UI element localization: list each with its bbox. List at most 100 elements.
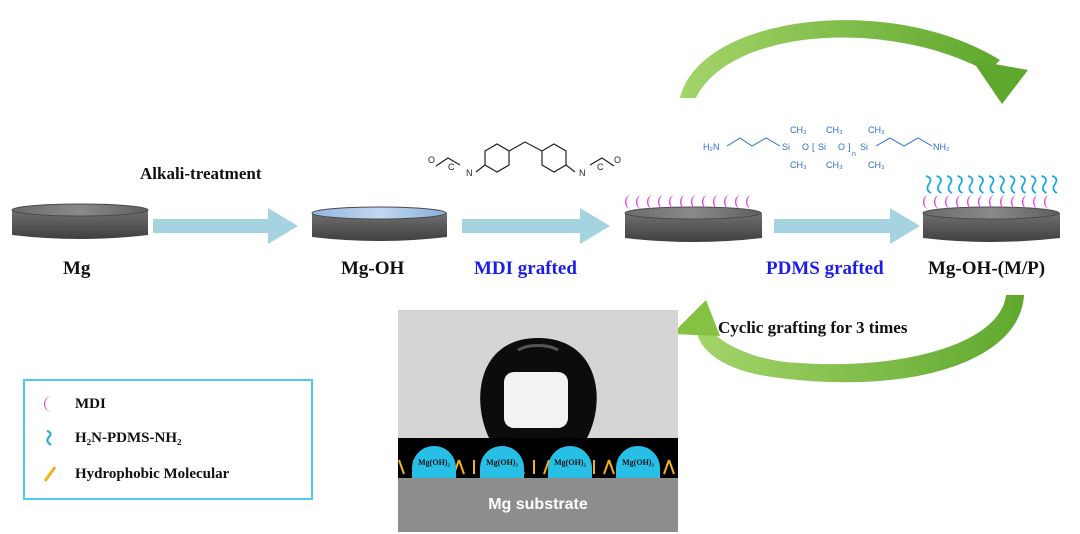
legend-item-mdi: MDI [39, 393, 106, 415]
label-mg: Mg [63, 258, 91, 279]
svg-text:NH₂: NH₂ [933, 142, 950, 152]
mdi-crescent [658, 195, 664, 209]
pdms-squiggle [925, 175, 932, 194]
hydrophobic-stick [663, 459, 670, 475]
mg-oh-mp-disk [922, 175, 1060, 242]
water-droplet [480, 338, 597, 440]
mdi-grafted-disk [624, 195, 762, 242]
mdi-crescent [746, 195, 752, 209]
svg-text:C: C [597, 162, 604, 172]
pdms-layer [925, 175, 1058, 194]
pdms-squiggle [978, 175, 984, 194]
pdms-squiggle [1051, 175, 1058, 194]
svg-text:N: N [466, 168, 473, 178]
label-mdi-grafted: MDI grafted [474, 258, 577, 279]
legend-box: MDI H₂N-PDMS-NH₂ Hydrophobic Molecular [23, 379, 313, 500]
cycle-arrow-top [680, 20, 1028, 104]
contact-angle-inset: Mg(OH)₂ Mg(OH)₂ Mg(OH)₂ Mg(OH)₂ Mg substrat… [398, 310, 678, 532]
mdi-crescent [669, 195, 675, 209]
svg-text:O: O [614, 155, 621, 165]
pdms-squiggle [1009, 175, 1016, 194]
svg-text:CH₃: CH₃ [790, 160, 807, 170]
legend-label: Hydrophobic Molecular [75, 465, 230, 482]
mg-substrate-label: Mg substrate [488, 496, 588, 513]
arrow-mdi [462, 208, 610, 244]
mg-oh-disk [311, 206, 447, 241]
svg-text:H₂N: H₂N [703, 142, 720, 152]
svg-text:CH₃: CH₃ [868, 125, 885, 135]
hydrophobic-stick [603, 459, 610, 475]
mdi-crescent [989, 195, 995, 209]
mdi-crescent [636, 195, 642, 209]
mdi-crescent [945, 195, 951, 209]
arrow-pdms [774, 208, 920, 244]
svg-text:Si: Si [860, 142, 868, 152]
mdi-structure [435, 141, 615, 173]
svg-text:N: N [579, 168, 586, 178]
mdi-structure-text: O C N N C O [428, 155, 621, 178]
svg-text:C: C [448, 162, 455, 172]
pdms-squiggle [957, 175, 963, 194]
mdi-crescent [1022, 195, 1028, 209]
mdi-crescent [1044, 195, 1050, 209]
mdi-layer [923, 195, 1050, 209]
mdi-crescent [1033, 195, 1039, 209]
svg-text:O: O [838, 142, 845, 152]
hydrophobic-stick [458, 459, 465, 475]
mg-oh2-particle: Mg(OH)₂ [480, 438, 524, 478]
svg-text:]: ] [848, 142, 851, 152]
mg-oh2-label: Mg(OH)₂ [622, 458, 654, 467]
pdms-structure: H₂N Si CH₃ CH₃ O [ Si CH₃ CH₃ O ] n Si C… [703, 125, 950, 170]
label-mg-oh-mp: Mg-OH-(M/P) [928, 258, 1046, 279]
mdi-crescent [647, 195, 653, 209]
cycle-arrow-bottom [672, 295, 1024, 383]
hydrophobic-stick-icon [43, 466, 57, 482]
mdi-layer [625, 195, 752, 209]
pdms-squiggle [1041, 175, 1047, 194]
mdi-crescent [1011, 195, 1017, 209]
mg-oh2-label: Mg(OH)₂ [554, 458, 586, 467]
svg-text:Si: Si [818, 142, 826, 152]
label-alkali-treatment: Alkali-treatment [140, 164, 262, 183]
svg-text:O: O [428, 155, 435, 165]
mg-oh2-particle: Mg(OH)₂ [548, 438, 592, 478]
label-pdms-grafted: PDMS grafted [766, 258, 884, 279]
svg-text:[: [ [812, 142, 815, 152]
legend-item-pdms: H₂N-PDMS-NH₂ [39, 427, 181, 449]
mdi-crescent [702, 195, 708, 209]
legend-item-hydrophobic: Hydrophobic Molecular [39, 463, 229, 485]
mdi-crescent [1000, 195, 1006, 209]
legend-label: MDI [75, 395, 106, 412]
mdi-crescent [680, 195, 686, 209]
pdms-squiggle-icon [46, 430, 52, 446]
mg-oh2-label: Mg(OH)₂ [486, 458, 518, 467]
svg-text:CH₃: CH₃ [790, 125, 807, 135]
svg-text:n: n [852, 151, 856, 158]
mdi-crescent-icon [44, 396, 52, 412]
svg-text:CH₃: CH₃ [826, 125, 843, 135]
svg-text:CH₃: CH₃ [868, 160, 885, 170]
mdi-crescent [713, 195, 719, 209]
mg-oh2-particle: Mg(OH)₂ [412, 438, 456, 478]
mdi-crescent [735, 195, 741, 209]
mdi-crescent [967, 195, 973, 209]
svg-text:Si: Si [782, 142, 790, 152]
arrow-alkali [153, 208, 298, 244]
mg-substrate [398, 478, 678, 532]
pdms-squiggle [1020, 175, 1026, 194]
mg-disk [11, 203, 149, 239]
pdms-squiggle [1030, 175, 1037, 194]
svg-text:CH₃: CH₃ [826, 160, 843, 170]
mdi-crescent [625, 195, 631, 209]
svg-text:O: O [802, 142, 809, 152]
mdi-crescent [978, 195, 984, 209]
mg-oh2-particle: Mg(OH)₂ [616, 438, 660, 478]
mdi-crescent [934, 195, 940, 209]
label-cyclic-grafting: Cyclic grafting for 3 times [718, 318, 908, 337]
label-mg-oh: Mg-OH [341, 258, 405, 279]
pdms-squiggle [936, 175, 942, 194]
hydrophobic-stick [398, 459, 405, 475]
pdms-squiggle [999, 175, 1005, 194]
mdi-crescent [956, 195, 962, 209]
